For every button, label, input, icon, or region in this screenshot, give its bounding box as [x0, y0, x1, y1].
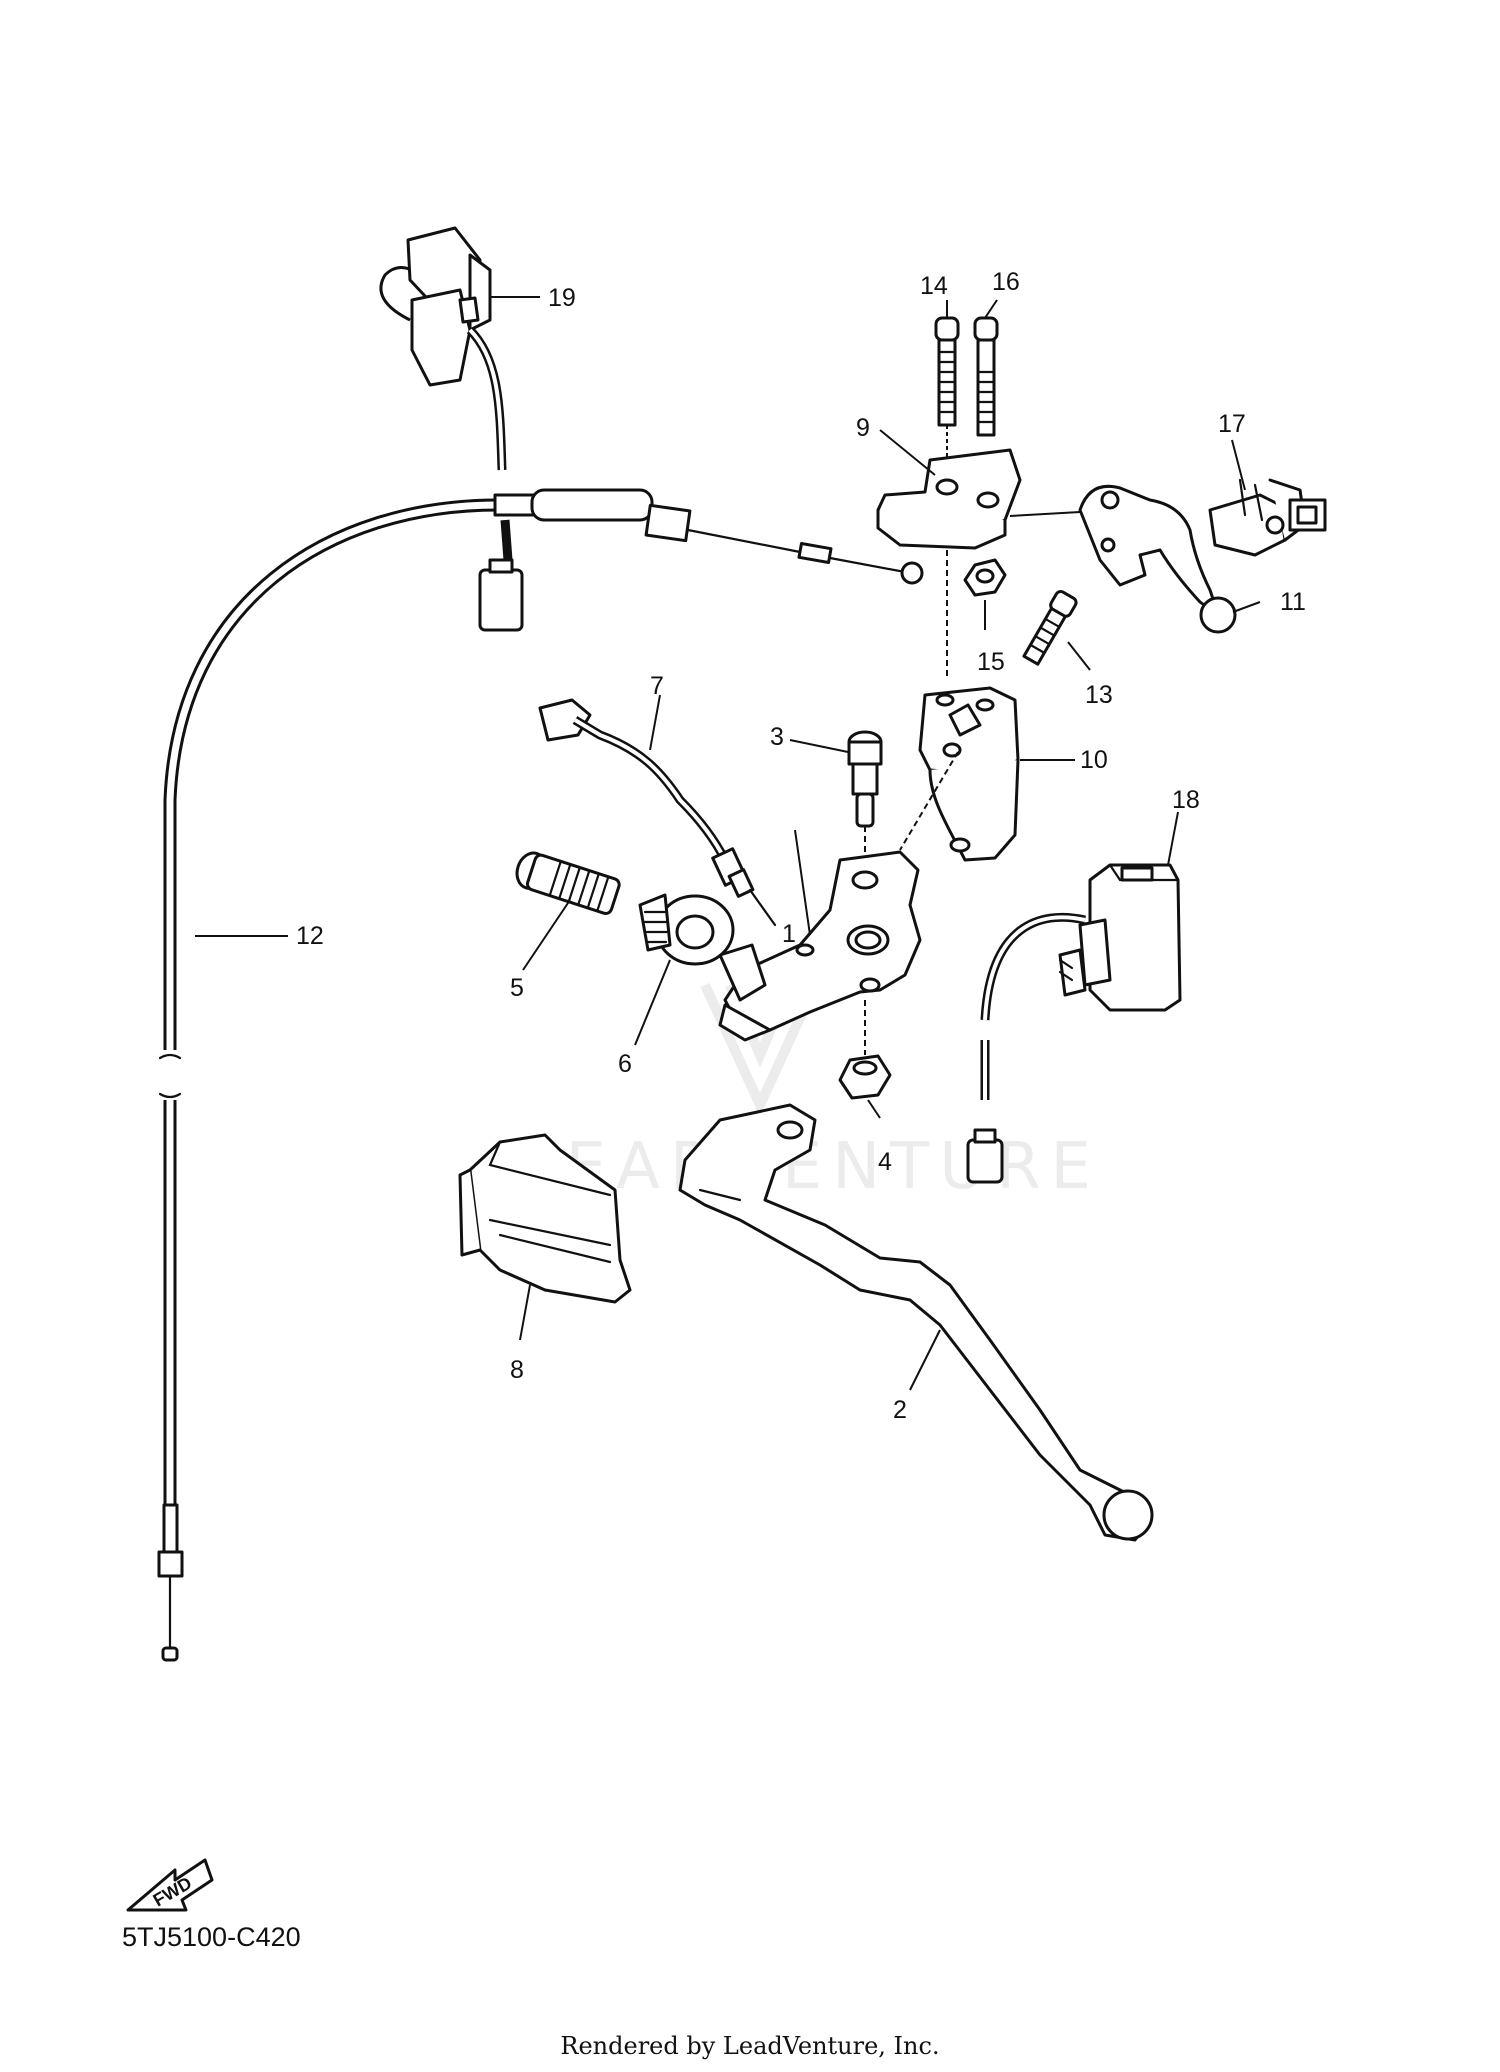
callout-15: 15 — [977, 648, 1005, 676]
callout-11: 11 — [1280, 588, 1306, 616]
leader-lines — [195, 296, 1261, 1391]
callout-6: 6 — [618, 1050, 632, 1078]
part-1-bracket — [718, 850, 922, 1055]
callout-17: 17 — [1218, 410, 1246, 438]
part-3-bolt — [847, 730, 959, 880]
part-9-clamp — [876, 448, 1081, 550]
part-2-clutch-lever — [678, 1103, 1154, 1542]
part-7-switch-wire — [538, 698, 777, 927]
callout-3: 3 — [770, 723, 784, 751]
callout-9: 9 — [856, 414, 870, 442]
part-10-holder — [918, 686, 1020, 862]
callout-8: 8 — [510, 1356, 524, 1384]
part-11-hot-start-lever — [1078, 484, 1237, 634]
part-5-adjuster — [515, 851, 621, 915]
parts-14-16-bolts — [934, 316, 999, 470]
callout-2: 2 — [893, 1396, 907, 1424]
callout-19: 19 — [548, 284, 576, 312]
part-18-switch — [966, 863, 1182, 1184]
part-17-holder — [1208, 478, 1327, 557]
part-12-clutch-cable — [157, 488, 924, 1662]
part-6-locknut — [638, 893, 735, 966]
footer-credit: Rendered by LeadVenture, Inc. — [560, 2032, 940, 2060]
watermark: LEADVENTURE — [520, 982, 1091, 1204]
callout-4: 4 — [878, 1148, 892, 1176]
callout-14: 14 — [920, 272, 948, 300]
fwd-arrow-icon: FWD — [126, 1858, 214, 1912]
callout-12: 12 — [296, 922, 324, 950]
part-15-nut — [946, 550, 1007, 680]
part-8-cover — [458, 1133, 632, 1304]
callout-16: 16 — [992, 268, 1020, 296]
callout-5: 5 — [510, 974, 524, 1002]
part-4-nut — [838, 1054, 892, 1100]
part-19-switch — [379, 226, 524, 632]
diagram-code: 5TJ5100-C420 — [122, 1922, 301, 1952]
callout-1: 1 — [782, 920, 796, 948]
callout-10: 10 — [1080, 746, 1108, 774]
part-13-screw — [1022, 590, 1078, 666]
callout-7: 7 — [650, 672, 664, 700]
callout-18: 18 — [1172, 786, 1200, 814]
callout-labels: 1 2 3 4 5 6 7 8 9 10 11 12 13 14 15 16 1… — [296, 268, 1306, 1424]
callout-13: 13 — [1085, 681, 1113, 709]
